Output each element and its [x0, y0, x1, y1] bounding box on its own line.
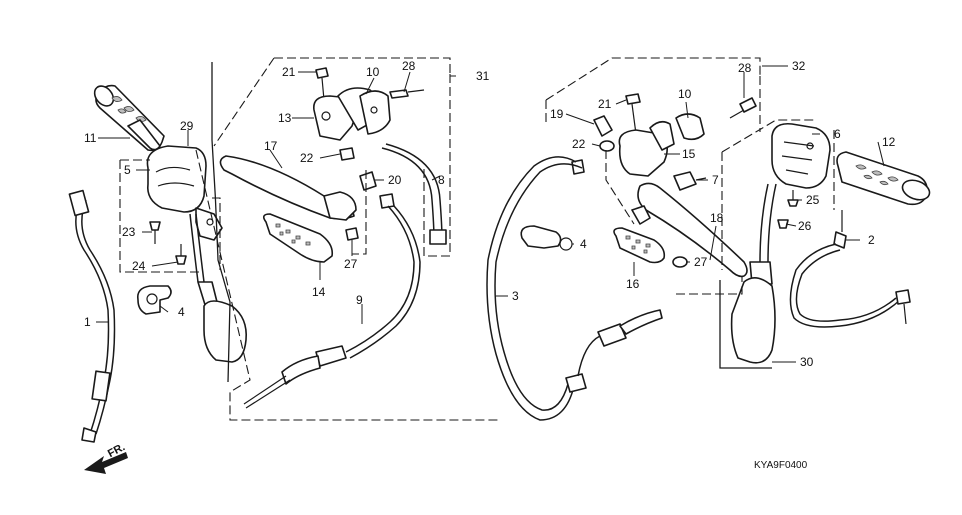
callout-16: 16	[626, 277, 640, 291]
brake-light-switch	[673, 171, 707, 191]
right-throttle-cable-3	[486, 156, 663, 421]
right-switch-housing	[771, 122, 831, 189]
left-switch-group-outline	[119, 159, 221, 273]
callout-8: 8	[438, 173, 445, 187]
left-lever-holder	[313, 67, 425, 141]
callout-22-right: 22	[572, 137, 586, 151]
left-lever-group-outline	[195, 149, 500, 421]
callout-7: 7	[712, 173, 719, 187]
brake-lever	[631, 182, 748, 278]
throttle-cable	[68, 189, 116, 443]
callout-17: 17	[264, 139, 278, 153]
callout-9: 9	[356, 293, 363, 307]
callout-27-right: 27	[694, 255, 708, 269]
right-grip	[836, 151, 931, 206]
diagram-code: KYA9F0400	[754, 460, 808, 471]
callout-3: 3	[512, 289, 519, 303]
callout-21-left: 21	[282, 65, 296, 79]
callout-14: 14	[312, 285, 326, 299]
right-cable-clamp	[520, 225, 573, 251]
callout-22-left: 22	[300, 151, 314, 165]
callout-15: 15	[682, 147, 696, 161]
right-harness-connector	[719, 183, 777, 369]
callout-4-right: 4	[580, 237, 587, 251]
callout-10-right: 10	[678, 87, 692, 101]
right-lever-holder	[593, 93, 705, 177]
callout-28-right: 28	[738, 61, 752, 75]
callout-11: 11	[84, 131, 97, 145]
lever-grip-cover	[262, 213, 334, 263]
left-lever-assembly-outline	[213, 57, 451, 257]
callout-29: 29	[180, 119, 194, 133]
right-cable-2	[789, 210, 911, 328]
right-screws	[729, 97, 799, 229]
left-cable-clamp	[136, 285, 172, 315]
screw-24	[175, 244, 187, 265]
callout-18: 18	[710, 211, 724, 225]
left-pivot-bolt	[339, 147, 377, 241]
callout-13: 13	[278, 111, 292, 125]
screw-23	[149, 221, 161, 244]
callout-5: 5	[124, 163, 131, 177]
left-group-bracket	[211, 62, 231, 383]
callout-27-left: 27	[344, 257, 358, 271]
callout-21-right: 21	[598, 97, 612, 111]
callout-10-left: 10	[366, 65, 380, 79]
callout-1: 1	[84, 315, 91, 329]
callout-30: 30	[800, 355, 814, 369]
callout-6: 6	[834, 127, 841, 141]
clutch-lever	[219, 155, 357, 221]
callout-24: 24	[132, 259, 146, 273]
callout-23: 23	[122, 225, 136, 239]
callout-2: 2	[868, 233, 875, 247]
callout-25: 25	[806, 193, 820, 207]
callout-31: 31	[476, 69, 490, 83]
callout-32: 32	[792, 59, 806, 73]
right-switch-group-outline	[721, 119, 835, 270]
callout-12: 12	[882, 135, 896, 149]
right-pivot-nut	[672, 256, 688, 268]
right-lever-cover	[613, 227, 666, 264]
clutch-cable	[243, 193, 421, 409]
right-lever-assembly-outline	[545, 57, 761, 295]
callout-28-left: 28	[402, 59, 416, 73]
left-harness-connector	[189, 213, 248, 363]
clutch-switch-wire	[381, 143, 447, 245]
callout-labels: 11 29 5 23 24 1 4 17 21 13 10 28 31 22 2…	[84, 59, 896, 471]
callout-20: 20	[388, 173, 402, 187]
callout-4-left: 4	[178, 305, 185, 319]
front-direction-arrow	[84, 452, 128, 474]
callout-leaders	[96, 65, 885, 363]
left-grip	[93, 84, 165, 152]
callout-19: 19	[550, 107, 564, 121]
callout-26: 26	[798, 219, 812, 233]
